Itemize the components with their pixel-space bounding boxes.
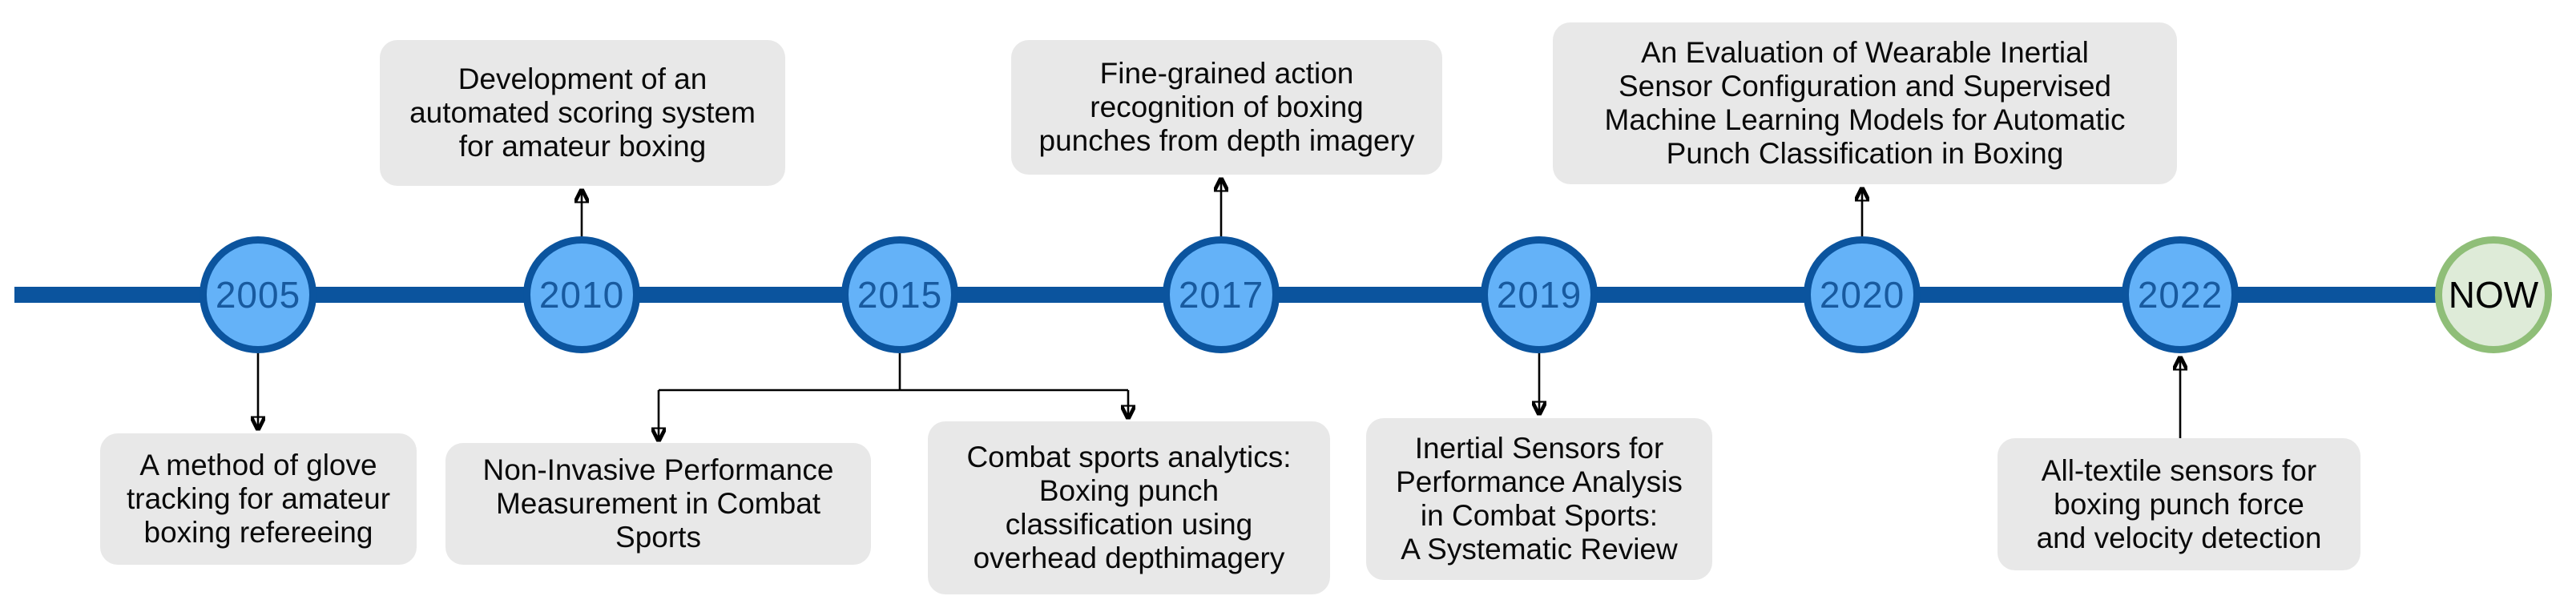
timeline-node-2010: 2010: [523, 236, 640, 353]
paper-box-2010: Development of an automated scoring syst…: [380, 40, 785, 186]
paper-title-line: Combat sports analytics:: [966, 441, 1292, 473]
paper-title-line: recognition of boxing: [1090, 91, 1364, 123]
year-label: 2020: [1819, 274, 1905, 316]
paper-box-2017: Fine-grained action recognition of boxin…: [1011, 40, 1442, 175]
paper-box-2019: Inertial Sensors for Performance Analysi…: [1366, 418, 1712, 580]
paper-title-line: An Evaluation of Wearable Inertial: [1641, 36, 2089, 69]
paper-title-line: punches from depth imagery: [1038, 124, 1415, 157]
paper-title-line: tracking for amateur: [126, 482, 391, 515]
year-label: 2005: [215, 274, 301, 316]
paper-title-line: Boxing punch: [1038, 474, 1219, 507]
paper-box-2005: A method of glove tracking for amateur b…: [100, 433, 417, 565]
paper-title-line: automated scoring system: [409, 96, 756, 129]
timeline-node-2019: 2019: [1481, 236, 1598, 353]
paper-title-line: Punch Classification in Boxing: [1666, 137, 2064, 170]
year-label: 2010: [538, 274, 625, 316]
paper-title-line: for amateur boxing: [458, 130, 707, 163]
now-label: NOW: [2448, 274, 2539, 316]
paper-box-2022: All-textile sensors for boxing punch for…: [1998, 438, 2360, 570]
paper-title-line: A method of glove: [139, 449, 377, 481]
timeline-node-2005: 2005: [200, 236, 316, 353]
paper-title-line: Measurement in Combat: [495, 487, 821, 520]
paper-title-line: overhead depthimagery: [973, 542, 1285, 574]
paper-title-line: Machine Learning Models for Automatic: [1604, 103, 2126, 136]
paper-box-2015-right: Combat sports analytics: Boxing punch cl…: [928, 421, 1330, 594]
paper-box-2015-left: Non-Invasive Performance Measurement in …: [445, 443, 871, 565]
paper-title-line: boxing punch force: [2054, 487, 2304, 521]
year-label: 2017: [1178, 274, 1264, 316]
timeline-node-2017: 2017: [1163, 236, 1280, 353]
paper-title-line: All-textile sensors for: [2041, 453, 2317, 487]
year-label: 2015: [857, 274, 943, 316]
year-label: 2019: [1496, 274, 1582, 316]
paper-title-line: Development of an: [458, 62, 707, 95]
paper-title-line: classification using: [1005, 508, 1253, 541]
paper-box-2020: An Evaluation of Wearable Inertial Senso…: [1553, 22, 2177, 184]
paper-title-line: in Combat Sports:: [1420, 499, 1659, 532]
paper-title-line: Fine-grained action: [1099, 57, 1354, 90]
paper-title-line: boxing refereeing: [143, 516, 373, 549]
timeline-node-2022: 2022: [2122, 236, 2239, 353]
timeline-node-now: NOW: [2435, 236, 2552, 353]
paper-title-line: Performance Analysis: [1396, 465, 1683, 498]
timeline-node-2020: 2020: [1804, 236, 1921, 353]
timeline-node-2015: 2015: [841, 236, 958, 353]
paper-title-line: A Systematic Review: [1401, 533, 1678, 566]
paper-title-line: Sensor Configuration and Supervised: [1619, 70, 2111, 103]
year-label: 2022: [2137, 274, 2223, 316]
paper-title-line: and velocity detection: [2036, 521, 2322, 554]
paper-title-line: Non-Invasive Performance: [482, 453, 834, 486]
paper-title-line: Sports: [615, 521, 701, 554]
paper-title-line: Inertial Sensors for: [1414, 432, 1664, 465]
